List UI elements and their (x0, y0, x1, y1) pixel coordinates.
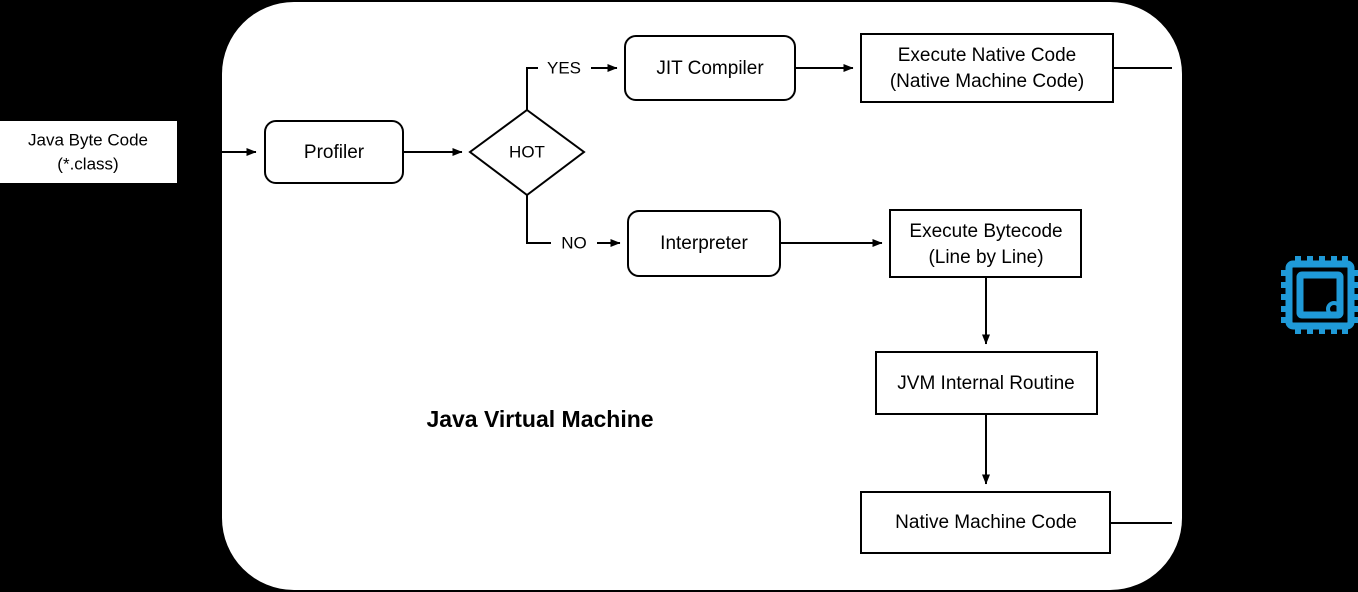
node-execute-bytecode[interactable]: Execute Bytecode (Line by Line) (889, 209, 1082, 278)
edge-hot-yes-to-jit (526, 67, 540, 110)
node-jit-compiler-label: JIT Compiler (656, 58, 764, 79)
edge-label-yes-group: YES (538, 57, 591, 79)
edge-label-yes: YES (547, 58, 581, 77)
node-profiler[interactable]: Profiler (264, 120, 404, 184)
jvm-container-title: Java Virtual Machine (426, 406, 653, 432)
node-jit-compiler[interactable]: JIT Compiler (624, 35, 796, 101)
node-profiler-label: Profiler (304, 142, 365, 163)
node-jvm-internal-routine-label: JVM Internal Routine (897, 373, 1074, 394)
node-hot-decision[interactable]: HOT (468, 108, 586, 197)
node-native-machine-code-label: Native Machine Code (895, 512, 1077, 533)
node-hot-decision-label: HOT (509, 142, 545, 161)
node-java-byte-code-label-line2: (*.class) (57, 154, 118, 173)
edge-label-no: NO (561, 233, 587, 252)
node-interpreter-label: Interpreter (660, 233, 748, 254)
node-execute-bytecode-label-line2: (Line by Line) (928, 247, 1043, 268)
node-java-byte-code-label-line1: Java Byte Code (28, 130, 148, 149)
node-execute-native-code-label-line2: (Native Machine Code) (890, 71, 1084, 92)
edge-label-no-group: NO (551, 232, 596, 254)
edge-hot-no-to-interpreter (526, 195, 551, 244)
node-execute-native-code[interactable]: Execute Native Code (Native Machine Code… (860, 33, 1114, 103)
node-execute-native-code-label-line1: Execute Native Code (898, 45, 1077, 66)
cpu-chip-icon (1281, 256, 1358, 334)
node-interpreter[interactable]: Interpreter (627, 210, 781, 277)
node-native-machine-code[interactable]: Native Machine Code (860, 491, 1111, 554)
node-execute-bytecode-label-line1: Execute Bytecode (909, 221, 1062, 242)
node-java-byte-code[interactable]: Java Byte Code (*.class) (0, 119, 179, 185)
node-jvm-internal-routine[interactable]: JVM Internal Routine (875, 351, 1098, 415)
